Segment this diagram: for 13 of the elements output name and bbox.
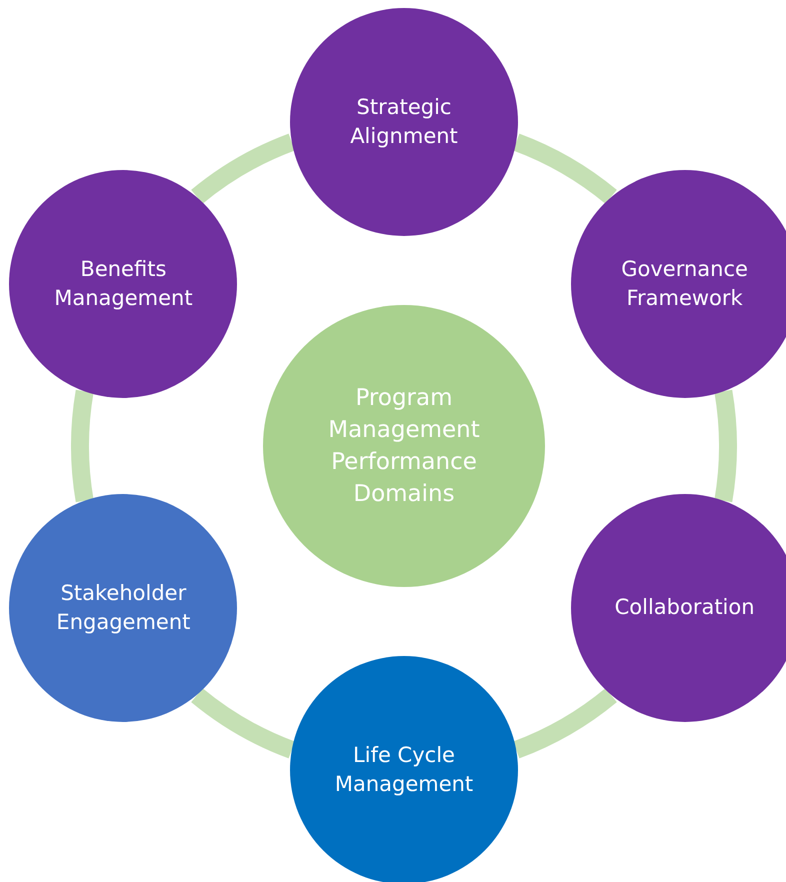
ring-connector: [191, 688, 296, 758]
ring-connector: [191, 134, 296, 204]
domain-label: Life Cycle Management: [334, 742, 474, 798]
ring-connector: [71, 390, 94, 502]
ring-connector: [512, 134, 617, 204]
domain-label: Program Management Performance Domains: [327, 384, 481, 510]
domain-label: Strategic Alignment: [349, 94, 459, 150]
domain-label: Governance Framework: [620, 256, 749, 312]
domain-label: Stakeholder Engagement: [55, 580, 192, 636]
domain-label: Collaboration: [614, 594, 755, 622]
ring-connector: [512, 688, 617, 758]
ring-connector: [714, 390, 737, 502]
domain-label: Benefits Management: [53, 256, 194, 312]
